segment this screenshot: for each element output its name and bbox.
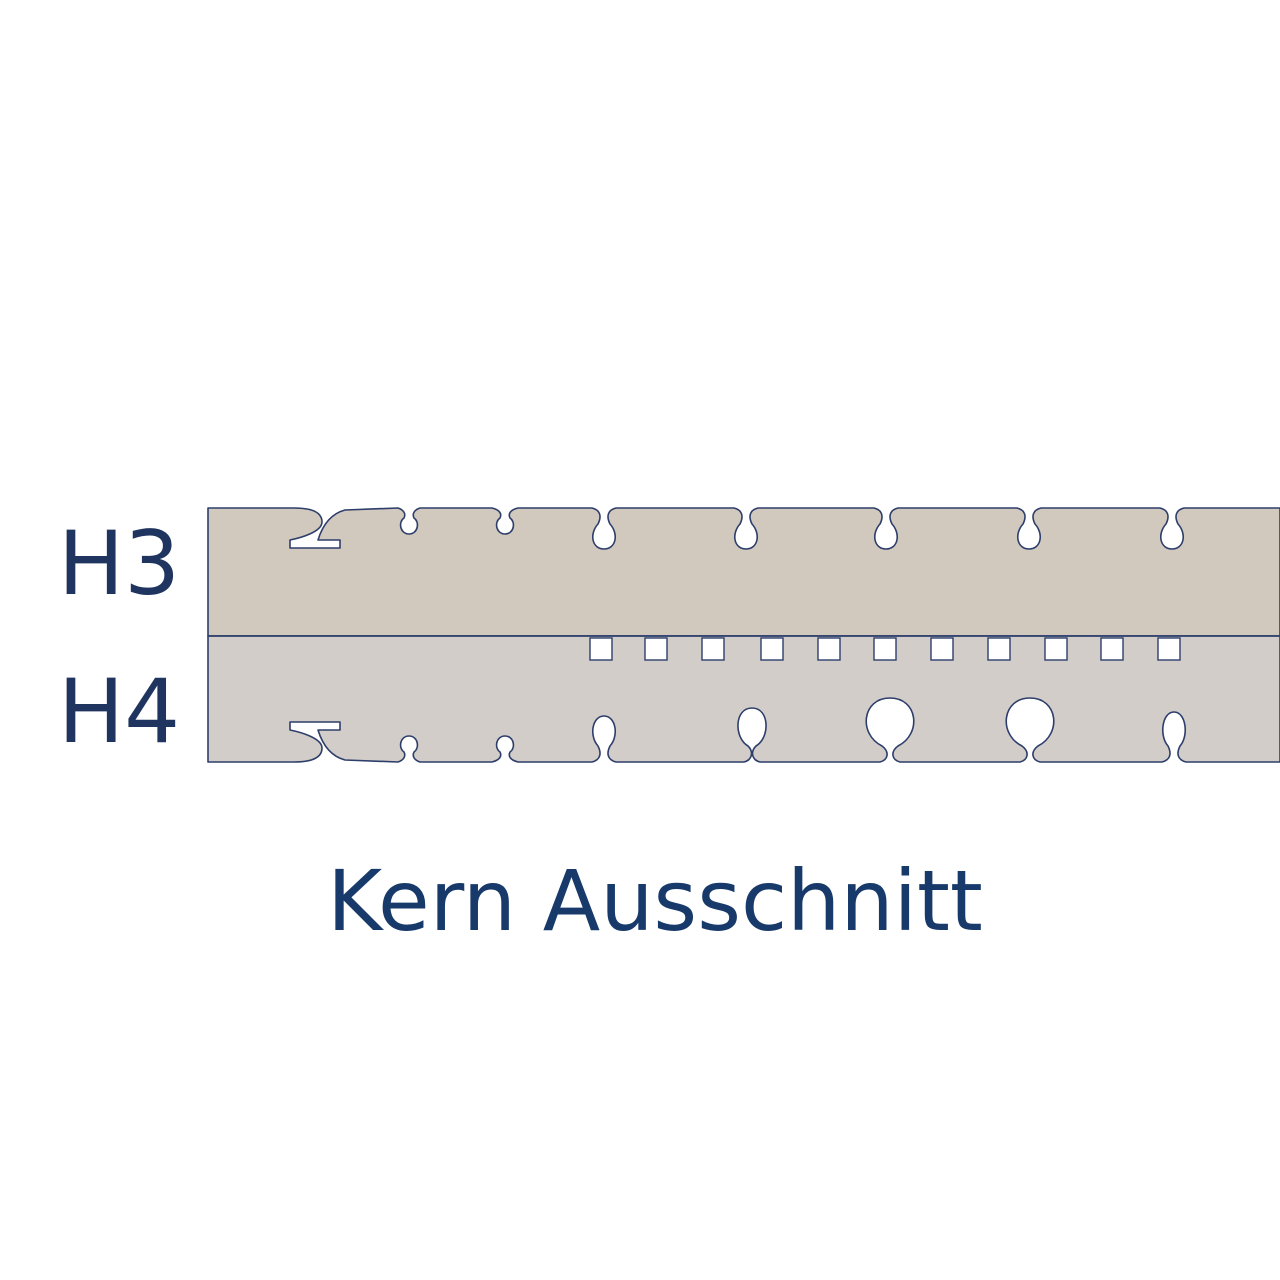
perforation-square [930,637,954,661]
perforation-square [987,637,1011,661]
row-label-h4: H4 [58,660,181,763]
perforation-square [1157,637,1181,661]
strip-h3 [207,507,1280,637]
perforation-square [873,637,897,661]
perforation-square [589,637,613,661]
strip-h4 [207,635,1280,763]
perforation-row [589,637,1181,661]
row-label-h3: H3 [58,512,181,615]
perforation-square [701,637,725,661]
perforation-square [760,637,784,661]
perforation-square [817,637,841,661]
perforation-square [1100,637,1124,661]
caption: Kern Ausschnitt [327,852,983,950]
perforation-square [644,637,668,661]
perforation-square [1044,637,1068,661]
